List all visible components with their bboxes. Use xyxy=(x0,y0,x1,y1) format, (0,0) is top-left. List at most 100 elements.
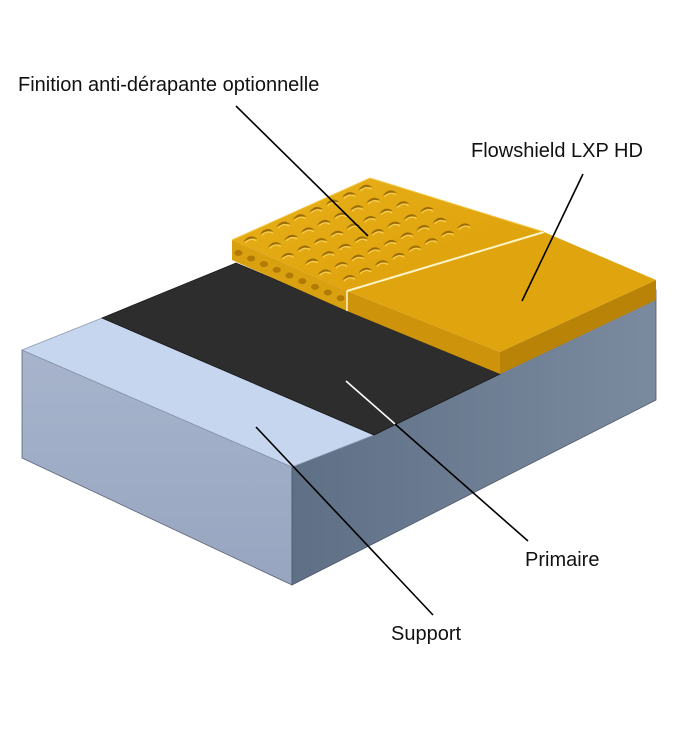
substrate-block xyxy=(20,289,657,586)
texture-mark xyxy=(337,243,352,250)
texture-highlight xyxy=(244,238,257,244)
texture-highlight xyxy=(343,277,356,282)
texture-mark xyxy=(300,227,315,233)
coating-label: Flowshield LXP HD xyxy=(471,140,643,162)
texture-highlight xyxy=(310,209,323,214)
texture-mark xyxy=(366,197,381,204)
texture-mark xyxy=(419,206,434,213)
texture-edge-bump xyxy=(285,272,294,279)
texture-mark xyxy=(440,230,455,237)
texture-highlight xyxy=(359,269,372,275)
texture-mark xyxy=(374,260,389,266)
texture-mark xyxy=(386,221,401,228)
texture-mark xyxy=(325,199,340,205)
texture-mark xyxy=(395,201,410,207)
texture-highlight xyxy=(380,210,393,216)
texture-mark xyxy=(321,251,336,257)
texture-highlight xyxy=(425,240,438,245)
texture-highlight xyxy=(277,223,290,229)
texture-mark xyxy=(407,245,422,251)
substrate-label: Support xyxy=(391,623,461,645)
coating-block xyxy=(231,177,656,374)
texture-mark xyxy=(456,223,471,229)
texture-edge-bump xyxy=(336,295,345,302)
texture-edge-bump xyxy=(247,255,256,262)
texture-highlight xyxy=(343,194,356,199)
texture-mark xyxy=(267,242,282,248)
texture-mark xyxy=(313,238,328,244)
texture-highlight xyxy=(352,256,364,262)
texture-mark xyxy=(259,229,274,235)
texture-highlight xyxy=(351,207,364,212)
texture-mark xyxy=(304,258,319,264)
texture-mark xyxy=(276,221,291,228)
texture-edge-bump xyxy=(234,249,243,256)
texture-highlight xyxy=(397,203,409,209)
texture-highlight xyxy=(285,236,298,242)
texture-mark xyxy=(399,232,414,238)
texture-highlight xyxy=(392,255,405,260)
texture-highlight xyxy=(376,262,389,268)
texture-highlight xyxy=(339,245,352,251)
texture-mark xyxy=(383,239,398,246)
finish-label: Finition anti-dérapante optionnelle xyxy=(18,74,319,96)
texture-highlight xyxy=(421,209,434,214)
texture-highlight xyxy=(401,234,414,240)
texture-highlight xyxy=(367,199,380,205)
texture-highlight xyxy=(269,244,282,249)
texture-mark xyxy=(370,229,385,235)
texture-highlight xyxy=(331,232,344,238)
texture-mark xyxy=(358,267,373,273)
coating-front-right-face xyxy=(347,291,500,374)
texture-mark xyxy=(379,208,394,214)
substrate-leader-line xyxy=(255,426,434,616)
texture-highlight xyxy=(294,216,307,222)
texture-edge-bump xyxy=(272,266,281,273)
texture-highlight xyxy=(335,264,348,269)
texture-mark xyxy=(354,236,369,242)
texture-highlight xyxy=(282,255,294,260)
texture-mark xyxy=(416,225,431,231)
texture-mark xyxy=(333,212,348,218)
texture-edge-bump xyxy=(323,289,332,296)
texture-mark xyxy=(329,230,344,237)
texture-mark xyxy=(432,217,447,224)
texture-mark xyxy=(317,269,332,275)
primer-label: Primaire xyxy=(525,549,599,571)
anti-slip-texture xyxy=(234,184,471,302)
texture-highlight xyxy=(384,192,397,198)
texture-highlight xyxy=(372,231,384,236)
texture-highlight xyxy=(404,216,417,222)
texture-highlight xyxy=(384,242,397,247)
texture-highlight xyxy=(434,219,446,225)
texture-mark xyxy=(284,234,299,241)
texture-edge-bump xyxy=(259,261,268,268)
texture-highlight xyxy=(409,247,421,253)
texture-mark xyxy=(349,205,364,211)
primer-leader-line xyxy=(394,423,529,542)
texture-highlight xyxy=(368,249,381,254)
texture-highlight xyxy=(319,271,331,277)
texture-mark xyxy=(334,261,349,268)
texture-mark xyxy=(309,206,324,213)
primer-leader-line-white xyxy=(345,380,396,425)
texture-highlight xyxy=(364,218,376,223)
texture-mark xyxy=(280,252,295,259)
coating-leader-line xyxy=(521,173,584,302)
texture-mark xyxy=(424,238,439,244)
texture-highlight xyxy=(302,229,314,235)
texture-highlight xyxy=(355,238,368,244)
texture-mark xyxy=(362,215,377,222)
texture-edge-bump xyxy=(298,278,307,285)
texture-highlight xyxy=(417,227,430,232)
texture-mark xyxy=(341,274,356,281)
texture-mark xyxy=(341,192,356,198)
texture-mark xyxy=(292,214,307,220)
texture-highlight xyxy=(334,214,347,220)
texture-highlight xyxy=(359,186,372,192)
texture-mark xyxy=(350,254,365,260)
texture-mark xyxy=(403,214,418,220)
texture-mark xyxy=(243,236,258,242)
texture-mark xyxy=(382,190,397,196)
